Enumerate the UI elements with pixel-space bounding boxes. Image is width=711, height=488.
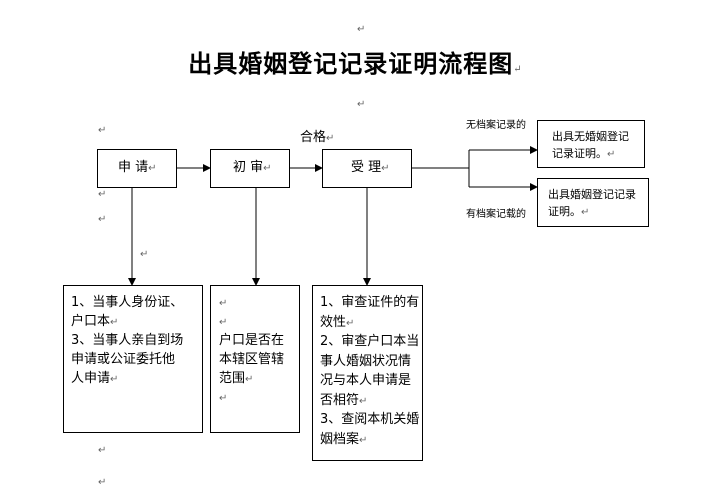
- paragraph-mark: ↵: [513, 64, 523, 75]
- step-apply-label: 申 请↵: [118, 160, 157, 175]
- apply-detail-text: 1、当事人身份证、 户口本↵ 3、当事人亲自到场 申请或公证委托他 人申请↵: [71, 295, 184, 386]
- paragraph-mark: ↵: [219, 298, 228, 309]
- page-title: 出具婚姻登记记录证明流程图↵: [188, 49, 523, 78]
- paragraph-mark: ↵: [245, 374, 254, 385]
- paragraph-mark: ↵: [357, 99, 366, 110]
- has-record-label: 有档案记载的: [466, 209, 526, 220]
- step-apply-box: 申 请↵: [97, 149, 177, 188]
- paragraph-mark: ↵: [110, 317, 119, 328]
- review-detail-text: ↵ ↵ 户口是否在 本辖区管辖 范围↵ ↵: [219, 298, 285, 404]
- paragraph-mark: ↵: [357, 24, 366, 35]
- accept-detail-box: 1、审查证件的有 效性↵ 2、审查户口本当 事人婚姻状况情 况与本人申请是 否相…: [312, 285, 423, 461]
- no-record-result-box: 出具无婚姻登记 记录证明。↵: [537, 120, 645, 168]
- paragraph-mark: ↵: [359, 395, 368, 407]
- paragraph-mark: ↵: [326, 133, 335, 144]
- step-accept-box: 受 理↵: [322, 149, 412, 188]
- paragraph-mark: ↵: [381, 163, 390, 174]
- paragraph-mark: ↵: [98, 189, 107, 200]
- paragraph-mark: ↵: [359, 434, 368, 446]
- paragraph-mark: ↵: [263, 163, 272, 174]
- paragraph-mark: ↵: [98, 445, 107, 456]
- paragraph-mark: ↵: [607, 149, 616, 160]
- step-accept-label: 受 理↵: [351, 160, 390, 175]
- paragraph-mark: ↵: [98, 477, 107, 488]
- paragraph-mark: ↵: [219, 317, 228, 328]
- paragraph-mark: ↵: [98, 214, 107, 225]
- step-review-box: 初 审↵: [210, 149, 290, 188]
- apply-detail-box: 1、当事人身份证、 户口本↵ 3、当事人亲自到场 申请或公证委托他 人申请↵: [63, 285, 203, 433]
- paragraph-mark: ↵: [140, 249, 149, 260]
- paragraph-mark: ↵: [219, 393, 228, 404]
- no-record-label: 无档案记录的: [466, 120, 526, 131]
- paragraph-mark: ↵: [148, 163, 157, 174]
- has-record-result-text: 出具婚姻登记记录 证明。↵: [548, 188, 636, 218]
- has-record-result-box: 出具婚姻登记记录 证明。↵: [537, 178, 649, 227]
- paragraph-mark: ↵: [581, 207, 590, 218]
- pass-label: 合格↵: [300, 130, 335, 145]
- paragraph-mark: ↵: [98, 125, 107, 136]
- no-record-result-text: 出具无婚姻登记 记录证明。↵: [552, 130, 629, 160]
- review-detail-box: ↵ ↵ 户口是否在 本辖区管辖 范围↵ ↵: [210, 285, 300, 433]
- step-review-label: 初 审↵: [233, 160, 272, 175]
- accept-detail-text: 1、审查证件的有 效性↵ 2、审查户口本当 事人婚姻状况情 况与本人申请是 否相…: [320, 295, 420, 447]
- paragraph-mark: ↵: [346, 317, 355, 329]
- paragraph-mark: ↵: [110, 374, 119, 385]
